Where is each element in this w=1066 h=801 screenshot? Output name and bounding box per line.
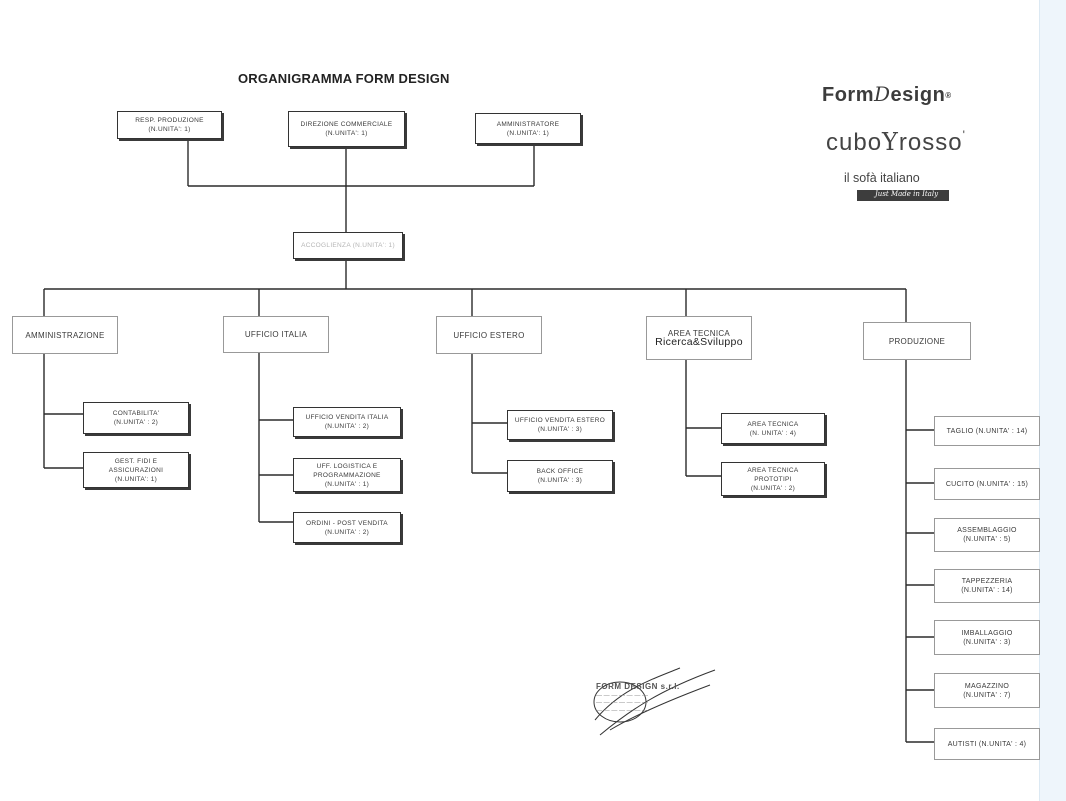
box-line: UFFICIO VENDITA ITALIA	[305, 414, 389, 421]
box-line: (N.UNITA' : 2)	[113, 419, 159, 426]
box-name: AMMINISTRATORE	[496, 120, 560, 128]
dept-sublabel: Ricerca&Sviluppo	[655, 336, 743, 348]
box-line: ORDINI - POST VENDITA	[306, 519, 388, 527]
box-line: AREA TECNICA	[747, 420, 799, 428]
box-line: IMBALLAGGIO	[961, 629, 1013, 637]
box-assemblaggio: ASSEMBLAGGIO (N.UNITA' : 5)	[934, 518, 1040, 552]
box-area-tecnica: AREA TECNICA (N. UNITA' : 4)	[721, 413, 825, 444]
box-line: (N.UNITA' : 3)	[963, 638, 1011, 646]
box-logistica: UFF. LOGISTICA E PROGRAMMAZIONE (N.UNITA…	[293, 458, 401, 492]
box-ufficio-vendita-italia: UFFICIO VENDITA ITALIA (N.UNITA' : 2)	[293, 407, 401, 437]
box-ufficio-vendita-estero: UFFICIO VENDITA ESTERO (N.UNITA' : 3)	[507, 410, 613, 440]
box-contabilita: CONTABILITA' (N.UNITA' : 2)	[83, 402, 189, 434]
box-units: (N.UNITA': 1)	[148, 126, 191, 133]
box-resp-produzione: RESP. PRODUZIONE (N.UNITA': 1)	[117, 111, 222, 139]
box-line: PROTOTIPI	[754, 475, 792, 483]
box-tappezzeria: TAPPEZZERIA (N.UNITA' : 14)	[934, 569, 1040, 603]
box-autisti: AUTISTI (N.UNITA' : 4)	[934, 728, 1040, 760]
box-line: (N.UNITA' : 2)	[324, 528, 370, 536]
box-cucito: CUCITO (N.UNITA' : 15)	[934, 468, 1040, 500]
strip-text: Just Made in Italy	[875, 190, 939, 198]
box-units: (N.UNITA': 1)	[325, 130, 368, 137]
box-line: AREA TECNICA	[747, 466, 799, 474]
cuborosso-logo: cuboYrosso'	[826, 128, 966, 156]
box-units: (N.UNITA': 1)	[506, 129, 550, 137]
dept-label: AREA TECNICA	[667, 329, 731, 338]
box-line: CUCITO (N.UNITA' : 15)	[945, 480, 1029, 488]
box-line: MAGAZZINO	[964, 682, 1010, 690]
box-direzione-commerciale: DIREZIONE COMMERCIALE (N.UNITA': 1)	[288, 111, 405, 147]
box-area-tecnica-prototipi: AREA TECNICA PROTOTIPI (N.UNITA' : 2)	[721, 462, 825, 496]
box-line: (N.UNITA' : 2)	[750, 484, 796, 492]
tagline: il sofà italiano	[844, 171, 920, 185]
box-line: (N.UNITA' : 3)	[537, 426, 583, 433]
box-taglio: TAGLIO (N.UNITA' : 14)	[934, 416, 1040, 446]
box-line: AUTISTI (N.UNITA' : 4)	[947, 740, 1027, 748]
box-line: (N.UNITA' : 3)	[537, 477, 583, 484]
dept-label: UFFICIO ITALIA	[244, 330, 308, 339]
box-line: TAGLIO (N.UNITA' : 14)	[946, 427, 1028, 435]
box-back-office: BACK OFFICE (N.UNITA' : 3)	[507, 460, 613, 492]
dept-label: UFFICIO ESTERO	[453, 330, 525, 340]
dept-ufficio-italia: UFFICIO ITALIA	[223, 316, 329, 353]
dept-ufficio-estero: UFFICIO ESTERO	[436, 316, 542, 354]
box-line: UFF. LOGISTICA E	[316, 462, 378, 470]
dept-label: PRODUZIONE	[888, 336, 946, 346]
box-name: ACCOGLIENZA (N.UNITA': 1)	[301, 242, 395, 249]
box-line: (N.UNITA' : 14)	[961, 587, 1013, 594]
box-magazzino: MAGAZZINO (N.UNITA' : 7)	[934, 673, 1040, 708]
formdesign-logo: FormDesign®	[822, 82, 952, 106]
box-line: (N.UNITA' : 5)	[963, 536, 1011, 543]
box-amministratore: AMMINISTRATORE (N.UNITA': 1)	[475, 113, 581, 144]
signature-stamp	[593, 667, 716, 736]
box-line: BACK OFFICE	[536, 468, 584, 475]
stamp-text: FORM DESIGN s.r.l. — — — — — — — — — — —…	[596, 682, 680, 714]
dept-area-tecnica: AREA TECNICA Ricerca&Sviluppo	[646, 316, 752, 360]
box-name: DIREZIONE COMMERCIALE	[300, 121, 393, 128]
box-line: (N.UNITA' : 2)	[324, 423, 370, 430]
box-line: PROGRAMMAZIONE	[313, 471, 381, 479]
made-in-italy-strip: Just Made in Italy	[857, 190, 949, 201]
box-line: UFFICIO VENDITA ESTERO	[514, 417, 606, 424]
page-edge	[1039, 0, 1066, 801]
box-line: CONTABILITA'	[112, 410, 160, 417]
box-line: (N. UNITA' : 4)	[749, 429, 797, 437]
box-line: ASSICURAZIONI	[108, 466, 164, 474]
box-name: RESP. PRODUZIONE	[135, 117, 204, 124]
box-line: (N.UNITA' : 7)	[963, 691, 1011, 699]
box-gest-fidi: GEST. FIDI E ASSICURAZIONI (N.UNITA': 1)	[83, 452, 189, 488]
box-imballaggio: IMBALLAGGIO (N.UNITA' : 3)	[934, 620, 1040, 655]
box-accoglienza: ACCOGLIENZA (N.UNITA': 1)	[293, 232, 403, 259]
box-line: (N.UNITA': 1)	[114, 475, 158, 483]
dept-produzione: PRODUZIONE	[863, 322, 971, 360]
box-line: ASSEMBLAGGIO	[957, 527, 1017, 534]
box-line: (N.UNITA' : 1)	[324, 480, 370, 488]
chart-title: ORGANIGRAMMA FORM DESIGN	[238, 71, 450, 86]
box-line: GEST. FIDI E	[114, 457, 158, 465]
dept-amministrazione: AMMINISTRAZIONE	[12, 316, 118, 354]
box-line: TAPPEZZERIA	[961, 578, 1013, 585]
dept-label: AMMINISTRAZIONE	[25, 330, 105, 340]
stamp-company: FORM DESIGN s.r.l.	[596, 682, 680, 691]
box-ordini-post-vendita: ORDINI - POST VENDITA (N.UNITA' : 2)	[293, 512, 401, 543]
